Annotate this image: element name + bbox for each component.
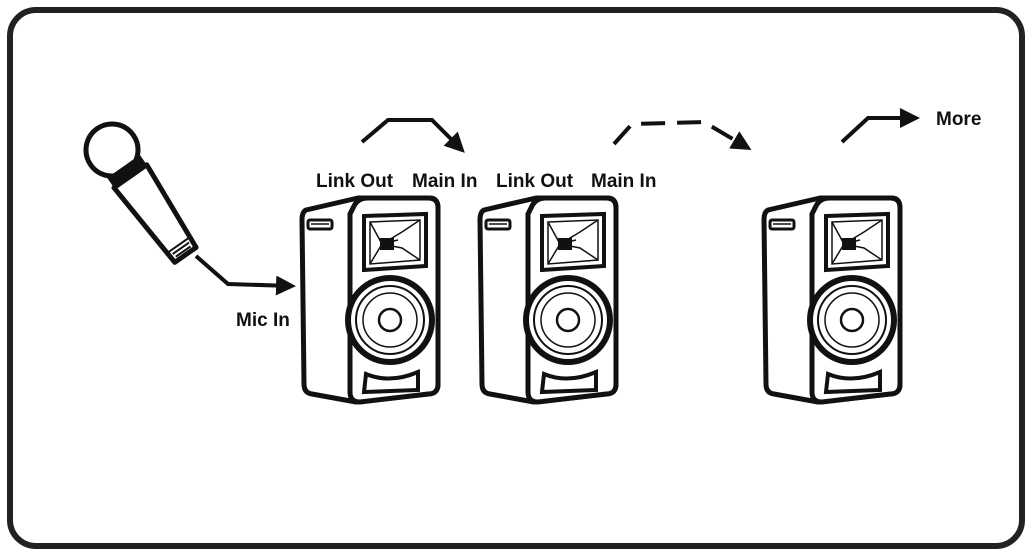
main-in-label: Main In: [412, 171, 478, 192]
speaker-icon: [764, 198, 900, 402]
speaker-icon: [480, 198, 616, 402]
link-arrow-icon: [360, 118, 465, 153]
dashed-link-arrow-icon: [612, 119, 752, 151]
mic-cable-arrow-icon: [194, 254, 296, 296]
link-out-label: Link Out: [316, 171, 394, 192]
link-out-label: Link Out: [496, 171, 574, 192]
microphone-icon: [83, 121, 199, 265]
more-arrow-icon: [840, 108, 920, 144]
main-in-label: Main In: [591, 171, 657, 192]
speaker-icon: [302, 198, 438, 402]
more-label: More: [936, 109, 982, 130]
mic-in-label: Mic In: [236, 310, 290, 331]
